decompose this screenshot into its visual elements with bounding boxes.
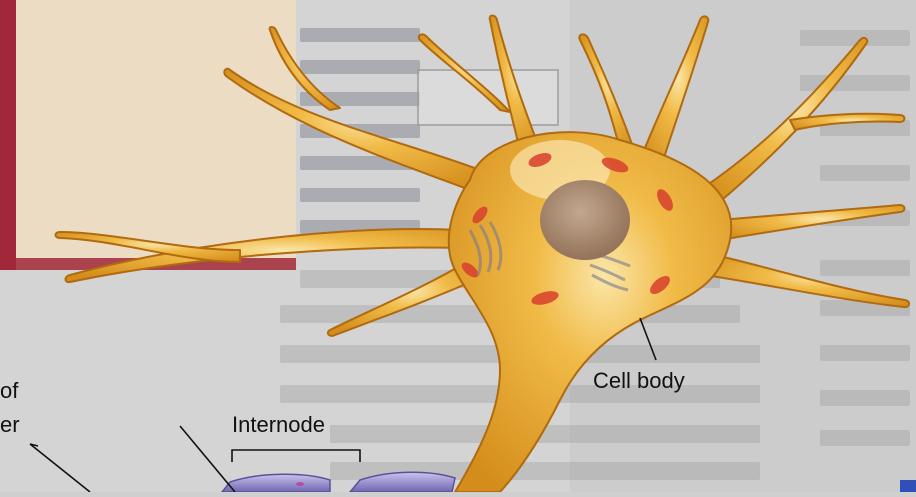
nucleus: [540, 180, 630, 260]
left-panel-border: [0, 0, 16, 270]
partial-label-of: of: [0, 378, 18, 404]
internode-label: Internode: [232, 412, 325, 438]
cell-body-label: Cell body: [593, 368, 685, 394]
left-panel: [0, 0, 296, 270]
figure-corner-mark: [900, 480, 916, 492]
partial-label-er: er: [0, 412, 20, 438]
